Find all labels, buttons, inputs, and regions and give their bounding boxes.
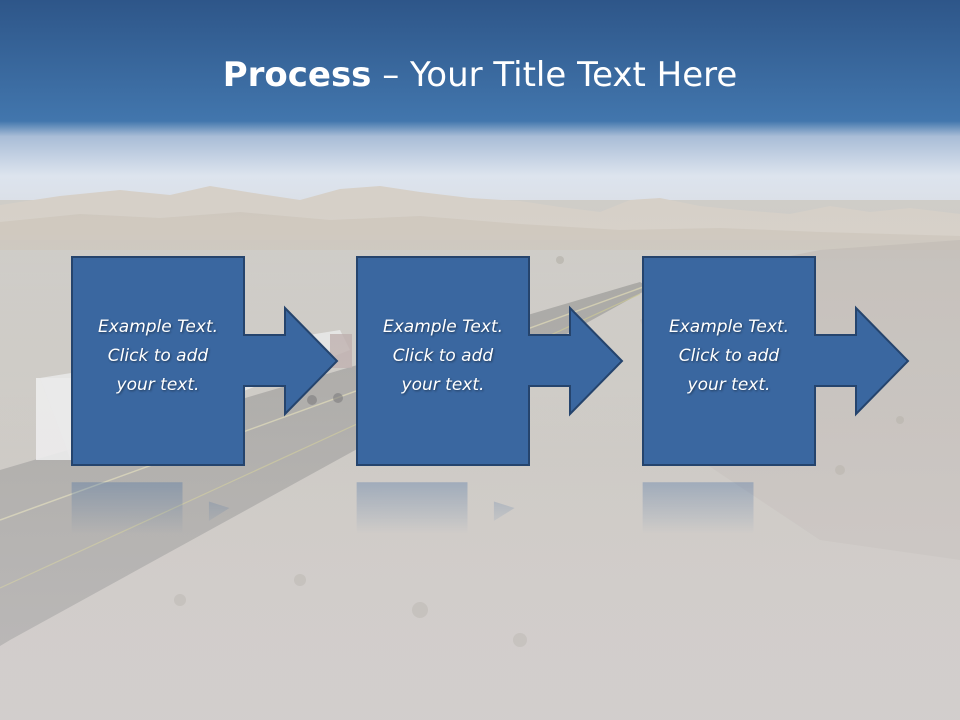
step-text-line: your text. bbox=[687, 375, 771, 395]
step-text[interactable]: Example Text. Click to add your text. bbox=[71, 313, 245, 400]
step-reflection bbox=[356, 482, 515, 534]
process-step-1[interactable]: Example Text. Click to add your text. bbox=[71, 256, 339, 466]
step-text-line: your text. bbox=[401, 375, 485, 395]
step-reflection bbox=[642, 482, 754, 534]
title-rest: – Your Title Text Here bbox=[371, 55, 738, 95]
process-step-3[interactable]: Example Text. Click to add your text. bbox=[642, 256, 910, 466]
title-bold: Process bbox=[222, 55, 372, 95]
step-reflection bbox=[71, 482, 230, 534]
step-text-line: Example Text. bbox=[668, 317, 790, 337]
slide-title[interactable]: Process – Your Title Text Here bbox=[0, 52, 960, 98]
step-arrow-shape bbox=[642, 256, 910, 466]
step-text-line: Click to add bbox=[107, 346, 209, 366]
step-text-line: Click to add bbox=[392, 346, 494, 366]
step-arrow-shape bbox=[71, 256, 339, 466]
step-text-line: Example Text. bbox=[97, 317, 219, 337]
step-text[interactable]: Example Text. Click to add your text. bbox=[642, 313, 816, 400]
step-text-line: your text. bbox=[116, 375, 200, 395]
step-arrow-shape bbox=[356, 256, 624, 466]
step-text-line: Example Text. bbox=[382, 317, 504, 337]
step-text[interactable]: Example Text. Click to add your text. bbox=[356, 313, 530, 400]
process-step-2[interactable]: Example Text. Click to add your text. bbox=[356, 256, 624, 466]
step-text-line: Click to add bbox=[678, 346, 780, 366]
